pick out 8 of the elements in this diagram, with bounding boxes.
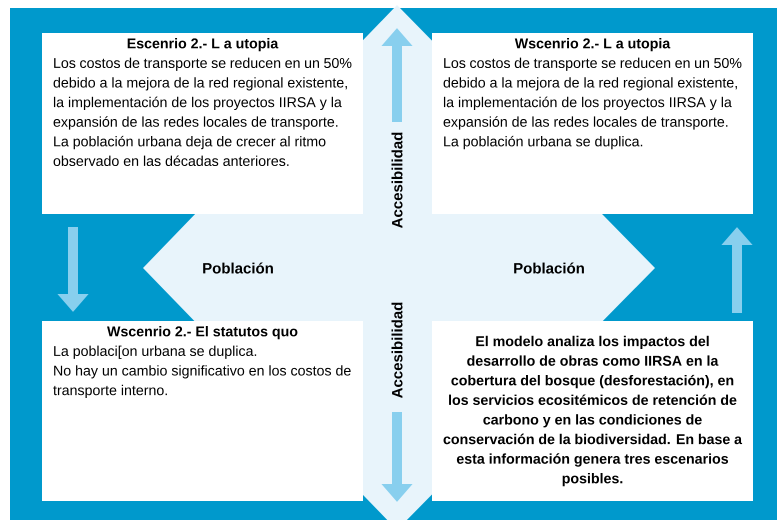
text-box: Wscenrio 2.- El statutos quo La poblaci[on urbana se duplica. No hay un cambio significativo en los costos de transporte interno. <box>42 321 363 501</box>
axis-label: Accesibilidad <box>392 132 402 228</box>
text-box: Wscenrio 2.- L a utopia Los costos de transporte se reducen en un 50% debido a la mejora de la red regional existente, la implementación de los proyectos IIRSA y la expansión de las redes locales de transporte. La población urbana se duplica. <box>432 33 753 214</box>
axis-label: Población <box>514 262 584 274</box>
text-box: Escenrio 2.- L a utopia Los costos de transporte se reducen en un 50% debido a la mejora de la red regional existente, la implementación de los proyectos IIRSA y la expansión de las redes locales de transporte. La población urbana deja de crecer al ritmo observado en las décadas anteriores. <box>42 33 363 214</box>
axis-label: Accesibilidad <box>392 302 402 398</box>
text-box: El modelo analiza los impactos del desarrollo de obras como IIRSA en la cobertura del bosque (desforestación), en los servicios ecositémicos de retención de carbono y en las condiciones de conservación de la biodiversidad. En base a esta información genera tres escenarios posibles. <box>432 321 753 501</box>
axis-label: Población <box>203 262 273 274</box>
